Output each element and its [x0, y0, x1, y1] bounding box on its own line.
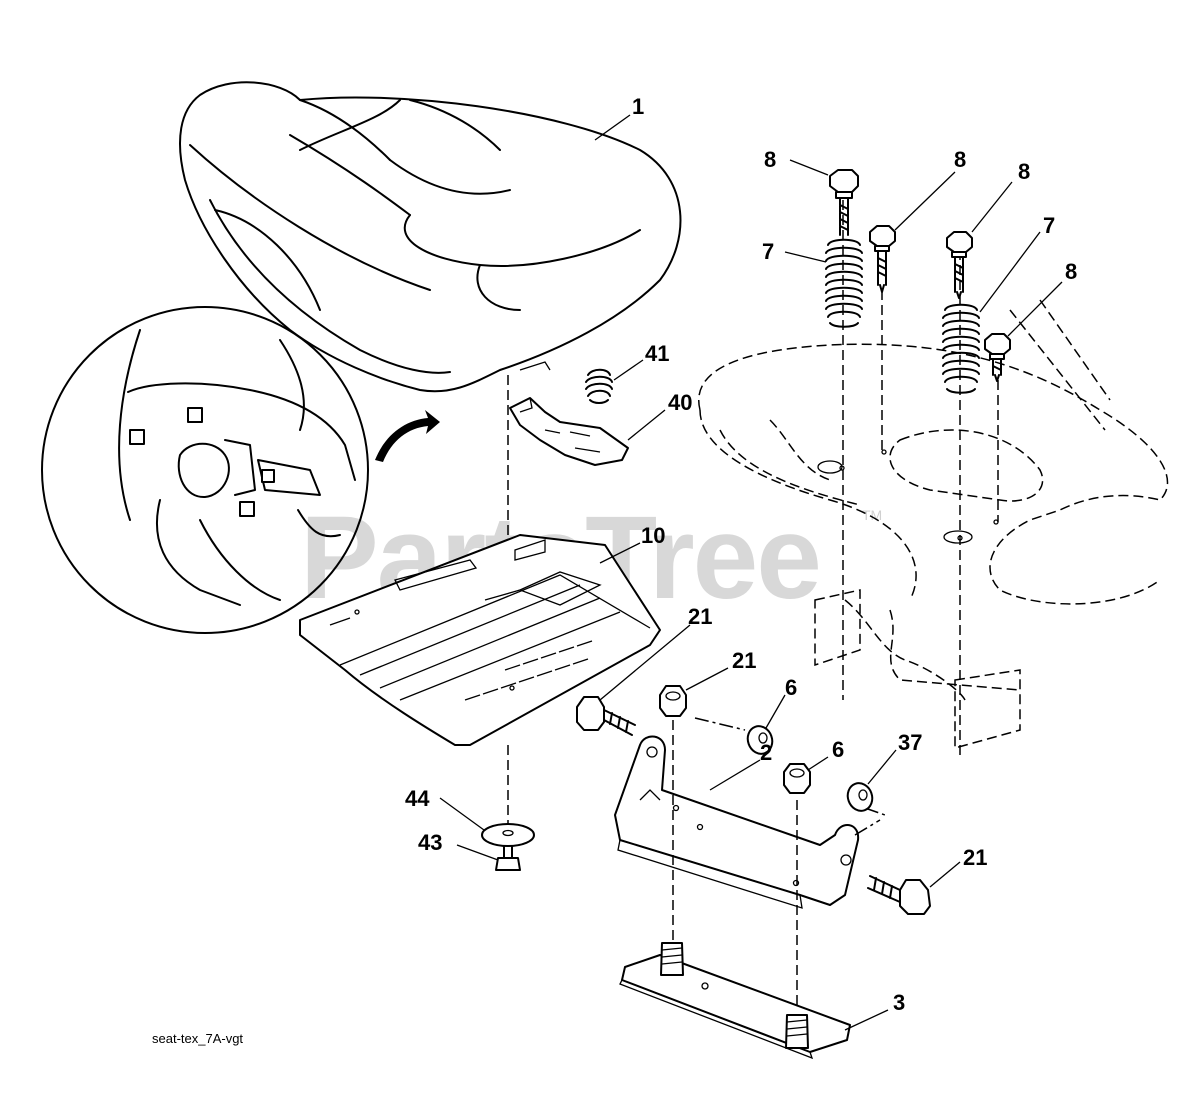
callout-8d: 8 [1065, 259, 1077, 284]
washer-44 [481, 823, 535, 847]
latch-40 [509, 397, 629, 466]
deck-frame [698, 299, 1169, 749]
seat [179, 81, 682, 393]
nut-6b [783, 763, 811, 794]
callout-6b: 6 [832, 737, 844, 762]
callout-8b: 8 [954, 147, 966, 172]
callout-labels: 1 8 8 8 8 7 7 41 40 10 21 21 6 6 37 2 21… [405, 94, 1077, 1015]
callout-44: 44 [405, 786, 430, 811]
callout-7b: 7 [1043, 213, 1055, 238]
leader-lines [439, 114, 1063, 1031]
callout-8c: 8 [1018, 159, 1030, 184]
callout-21a: 21 [688, 604, 712, 629]
callout-21b: 21 [963, 845, 987, 870]
bolt-8a [829, 169, 859, 236]
bolt-21b [867, 875, 931, 915]
bolt-21a [576, 696, 636, 736]
callout-6a: 21 [732, 648, 756, 673]
callout-8a: 8 [764, 147, 776, 172]
bracket-2 [614, 735, 860, 909]
spring-41 [585, 368, 613, 404]
bolt-43 [495, 845, 521, 871]
spring-right [942, 303, 980, 394]
spring-left [825, 238, 863, 328]
callout-7a: 7 [762, 239, 774, 264]
detail-inset [41, 306, 440, 634]
nut-37a [746, 725, 774, 755]
callout-10: 10 [641, 523, 665, 548]
watermark-tm: TM [862, 507, 882, 523]
callout-41: 41 [645, 341, 669, 366]
plate-3 [619, 942, 851, 1060]
callout-43: 43 [418, 830, 442, 855]
callout-40: 40 [668, 390, 692, 415]
seat-pan-10 [299, 534, 661, 746]
callout-37b: 37 [898, 730, 922, 755]
diagram-caption: seat-tex_7A-vgt [152, 1031, 243, 1046]
callout-37a: 6 [785, 675, 797, 700]
callout-2: 2 [760, 740, 772, 765]
nut-6a [659, 685, 687, 717]
bolt-8c [946, 231, 973, 299]
bolt-8b [869, 225, 896, 293]
callout-1: 1 [632, 94, 644, 119]
nut-37b [846, 782, 874, 812]
bolt-8d [984, 333, 1011, 382]
arrow-icon [375, 410, 440, 462]
callout-3: 3 [893, 990, 905, 1015]
